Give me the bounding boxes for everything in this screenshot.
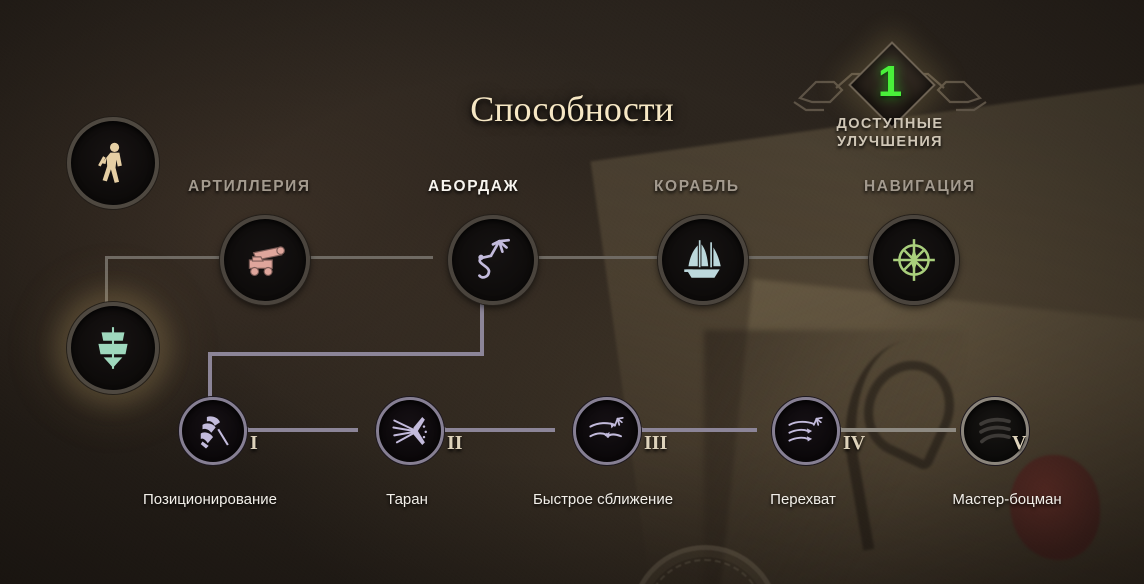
wire-spine-vertical	[105, 256, 108, 346]
skill-tier-5: V	[1012, 432, 1027, 454]
wire-boarding-to-ship	[531, 256, 661, 259]
category-node-ship[interactable]	[658, 215, 748, 305]
grappling-hook-icon	[478, 238, 510, 279]
skill-label-4: Перехват	[770, 491, 836, 508]
category-node-navigation[interactable]	[869, 215, 959, 305]
category-label-artillery[interactable]: АРТИЛЛЕРИЯ	[188, 178, 311, 195]
skill-node-1[interactable]	[179, 397, 247, 465]
wire-skill-3-4	[637, 428, 757, 432]
category-node-boarding[interactable]	[448, 215, 538, 305]
skill-tier-4: IV	[843, 432, 866, 454]
category-label-navigation[interactable]: НАВИГАЦИЯ	[864, 178, 976, 195]
skill-label-2: Таран	[386, 491, 428, 508]
wire-skill-2-3	[440, 428, 555, 432]
ram-burst-icon	[392, 417, 427, 445]
wire-skillrow-bus	[208, 352, 484, 356]
wire-ship-to-navigation	[742, 256, 872, 259]
fast-approach-icon	[589, 417, 624, 438]
intercept-icon	[788, 417, 823, 442]
sailing-ship-icon	[684, 240, 721, 278]
page-title: Способности	[470, 89, 674, 129]
ship-sails-icon	[98, 327, 128, 369]
wire-spine-to-artillery	[105, 256, 220, 259]
sidebar-node-character[interactable]	[67, 117, 159, 209]
skill-tier-3: III	[644, 432, 668, 454]
category-label-ship[interactable]: КОРАБЛЬ	[654, 178, 740, 195]
wire-bus-to-skill-1	[208, 352, 212, 408]
wire-skill-1-2	[243, 428, 358, 432]
skill-tier-2: II	[447, 432, 463, 454]
skill-node-4[interactable]	[772, 397, 840, 465]
upgrade-caption-line1: ДОСТУПНЫЕ	[836, 116, 944, 132]
skill-label-1: Позиционирование	[142, 491, 278, 508]
skill-label-5: Мастер-боцман	[952, 491, 1062, 508]
boatswain-icon	[979, 417, 1011, 444]
upgrade-caption: ДОСТУПНЫЕ УЛУЧШЕНИЯ	[790, 116, 990, 151]
skill-node-5[interactable]	[961, 397, 1029, 465]
upgrade-caption-line2: УЛУЧШЕНИЯ	[836, 133, 943, 150]
skill-node-2[interactable]	[376, 397, 444, 465]
skill-node-3[interactable]	[573, 397, 641, 465]
upgrade-count: 1	[877, 57, 903, 106]
available-upgrades-badge: 1 ДОСТУПНЫЕ УЛУЧШЕНИЯ	[790, 32, 990, 152]
pirate-figure-icon	[98, 142, 122, 183]
skill-tier-1: I	[250, 432, 258, 454]
category-node-artillery[interactable]	[220, 215, 310, 305]
wire-skill-4-5	[836, 428, 956, 432]
sidebar-node-ship[interactable]	[67, 302, 159, 394]
skill-label-3: Быстрое сближение	[532, 491, 674, 508]
cannon-icon	[248, 246, 285, 276]
wire-artillery-to-boarding	[303, 256, 433, 259]
boarding-stance-icon	[200, 416, 229, 449]
wire-boarding-drop	[480, 300, 484, 356]
compass-rose-icon	[893, 239, 935, 281]
category-label-boarding[interactable]: АБОРДАЖ	[428, 178, 520, 195]
